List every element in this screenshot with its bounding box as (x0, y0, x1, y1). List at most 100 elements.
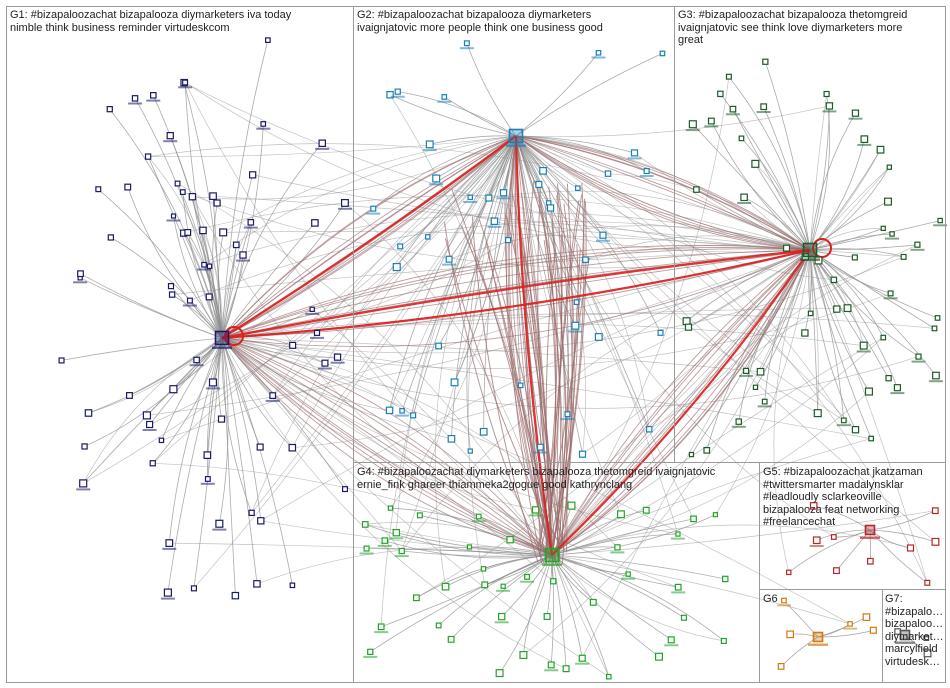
edge (221, 174, 253, 339)
edge (809, 249, 937, 376)
node (203, 451, 212, 459)
node (571, 321, 580, 330)
bundle-edge (559, 203, 575, 548)
node-caption (883, 297, 898, 300)
edge (438, 554, 553, 626)
node (490, 217, 499, 226)
node (725, 73, 732, 80)
highlight-edge (514, 135, 554, 556)
node (862, 613, 871, 622)
node-caption (836, 424, 851, 427)
edge (221, 222, 252, 339)
node-caption (560, 418, 575, 421)
hub-edge (515, 135, 811, 251)
hub-edge (551, 249, 811, 556)
node (813, 409, 822, 418)
edge (809, 249, 935, 329)
node (625, 571, 631, 577)
node (311, 219, 319, 227)
node (386, 90, 394, 99)
edge (401, 550, 553, 557)
node (260, 121, 267, 127)
hub-edge (551, 249, 811, 556)
hub-edge (515, 135, 811, 251)
node-caption (236, 259, 250, 262)
hub-edge (221, 337, 553, 556)
cross-edge (551, 337, 884, 556)
node (833, 305, 841, 313)
node (450, 378, 459, 387)
node-caption (520, 580, 535, 583)
node (435, 622, 442, 629)
group-label-g4: G4: #bizapaloozachat diymarketers bizapa… (357, 466, 716, 491)
edge (177, 183, 223, 339)
node (475, 513, 482, 520)
node (546, 204, 555, 212)
node-caption (591, 56, 606, 59)
edge (765, 61, 811, 251)
hub-edge (514, 135, 553, 556)
node (441, 94, 448, 100)
node-caption (777, 604, 791, 607)
node (208, 378, 218, 387)
node-caption (928, 380, 943, 383)
node (485, 194, 493, 202)
node (801, 329, 809, 337)
group-label-g2: G2: #bizapaloozachat bizapalooza diymark… (357, 9, 603, 34)
edge (221, 123, 264, 339)
node (883, 197, 892, 206)
node (923, 649, 932, 658)
node (313, 329, 321, 336)
bundle-edge (558, 257, 590, 565)
edge (499, 554, 553, 674)
cross-edge (551, 391, 870, 556)
edge (384, 540, 553, 559)
cross-edge (551, 554, 724, 642)
node-caption (305, 312, 320, 315)
node (392, 263, 401, 272)
node (906, 544, 915, 552)
node (684, 323, 693, 331)
highlight-edge (221, 135, 517, 339)
hub-edge (221, 337, 553, 556)
node (201, 261, 207, 268)
hub-edge (221, 249, 811, 339)
group-box-g4 (353, 462, 760, 683)
node-caption (757, 405, 772, 408)
hub-edge (551, 249, 811, 556)
node (605, 673, 612, 680)
cross-edge (221, 337, 609, 677)
group-label-g6: G6 (763, 593, 778, 605)
edge (397, 91, 517, 137)
node-caption (330, 361, 345, 364)
cross-edge (515, 135, 845, 421)
node (248, 509, 255, 516)
cross-edge (191, 196, 553, 556)
cross-edge (523, 249, 811, 656)
node (81, 443, 88, 450)
hub-edge (221, 337, 553, 556)
node (367, 648, 374, 655)
node (370, 205, 377, 212)
node (124, 183, 132, 191)
node (667, 636, 675, 644)
node (604, 170, 612, 177)
hub-caption (212, 346, 232, 349)
node (868, 435, 875, 442)
group-label-g7: G7: #bizapalo… bizapaloo… diymarket… mar… (885, 593, 944, 668)
node (893, 384, 902, 392)
cross-edge (515, 105, 830, 138)
node-caption (596, 239, 610, 242)
node-caption (809, 545, 824, 547)
cross-edge (221, 337, 567, 670)
node (333, 353, 342, 361)
node-caption (146, 99, 161, 102)
hub-caption (860, 536, 880, 539)
hub-edge (221, 244, 811, 339)
node (168, 291, 176, 298)
node (150, 91, 157, 99)
node (289, 582, 296, 589)
hub-edge (515, 135, 811, 251)
edge (515, 52, 599, 137)
